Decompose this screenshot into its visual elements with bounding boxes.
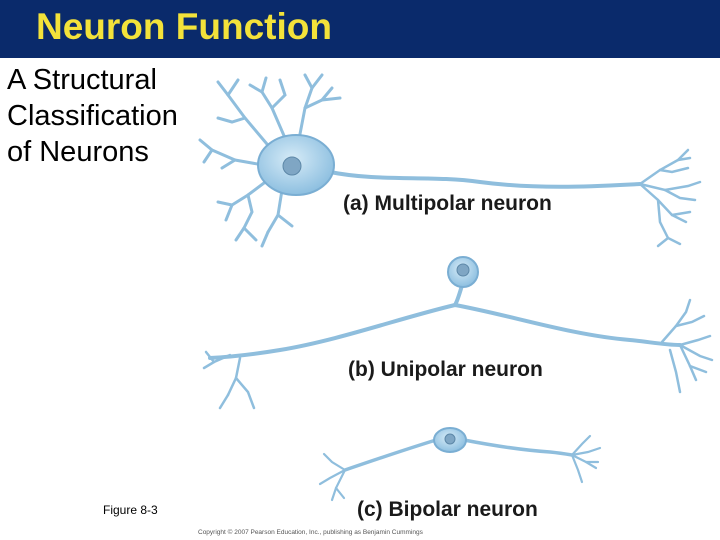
subtitle-line-1: A Structural bbox=[7, 64, 157, 96]
multipolar-axon bbox=[328, 170, 642, 189]
subtitle: A Structural Classification of Neurons bbox=[7, 62, 217, 170]
subtitle-line-3: of Neurons bbox=[7, 136, 149, 168]
multipolar-dendrites bbox=[198, 73, 342, 248]
bipolar-dendrite-process bbox=[343, 438, 438, 472]
unipolar-nucleus bbox=[456, 263, 470, 277]
unipolar-label: (b) Unipolar neuron bbox=[348, 358, 543, 381]
multipolar-neuron bbox=[198, 73, 702, 248]
unipolar-neuron bbox=[202, 256, 714, 410]
title-bar: Neuron Function bbox=[0, 0, 720, 58]
slide-title: Neuron Function bbox=[36, 6, 332, 47]
bipolar-label: (c) Bipolar neuron bbox=[357, 498, 538, 521]
bipolar-neuron bbox=[318, 427, 602, 502]
multipolar-nucleus bbox=[282, 156, 302, 176]
multipolar-axon-terminals bbox=[638, 148, 702, 248]
unipolar-peripheral-process bbox=[208, 303, 457, 360]
copyright-notice: Copyright © 2007 Pearson Education, Inc.… bbox=[198, 529, 423, 536]
subtitle-line-2: Classification bbox=[7, 100, 178, 132]
figure-reference: Figure 8-3 bbox=[103, 503, 158, 517]
unipolar-dendrites bbox=[202, 350, 256, 410]
bipolar-dendrites bbox=[318, 452, 347, 502]
bipolar-axon-process bbox=[462, 438, 574, 457]
unipolar-central-process bbox=[453, 303, 682, 347]
bipolar-axon-terminals bbox=[570, 434, 602, 484]
unipolar-axon-terminals bbox=[660, 298, 714, 394]
multipolar-label: (a) Multipolar neuron bbox=[343, 192, 552, 215]
bipolar-nucleus bbox=[444, 433, 456, 445]
